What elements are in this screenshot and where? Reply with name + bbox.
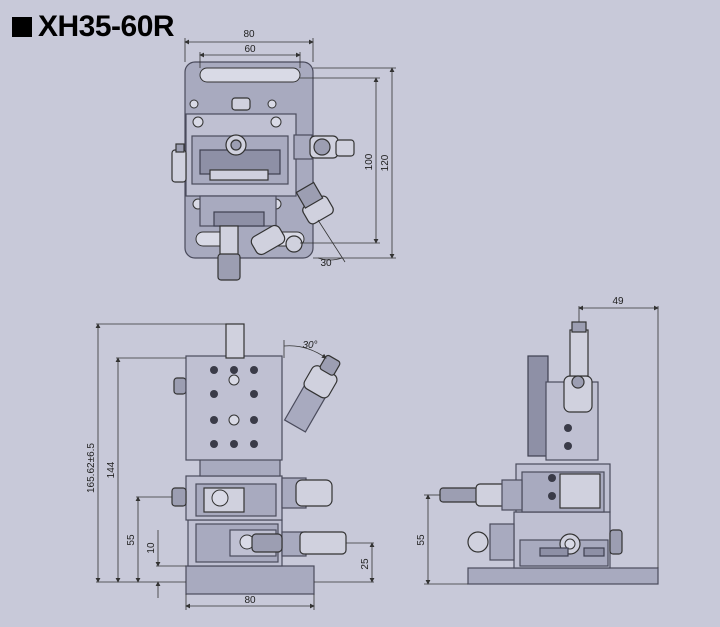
page-title: XH35-60R: [12, 10, 175, 44]
dim-55-front: 55: [126, 534, 137, 546]
dim-25-front: 25: [360, 558, 371, 570]
front-view-dimensions: 30° 165.62±6.5 144 55 10 25 80: [86, 323, 375, 610]
title-square-icon: [12, 17, 32, 37]
top-view: [171, 61, 355, 281]
title-text: XH35-60R: [38, 10, 175, 43]
side-view: [439, 321, 659, 585]
dim-30deg-front: 30°: [302, 340, 317, 351]
dim-165-front: 165.62±6.5: [86, 443, 97, 493]
dim-144-front: 144: [106, 461, 117, 478]
dim-30-top: 30: [320, 258, 332, 269]
dim-49-side: 49: [612, 296, 624, 307]
top-view-dimensions: 80 60 100 120 30: [184, 29, 396, 269]
dim-60-top: 60: [244, 44, 256, 55]
dim-55-side: 55: [416, 534, 427, 546]
dim-100-top: 100: [364, 153, 375, 170]
dim-80-top: 80: [243, 29, 255, 40]
dim-120-top: 120: [380, 154, 391, 171]
front-view: [171, 323, 347, 595]
dim-80-front: 80: [244, 595, 256, 606]
dim-10-front: 10: [146, 542, 157, 554]
side-view-dimensions: 49 55: [416, 296, 659, 585]
